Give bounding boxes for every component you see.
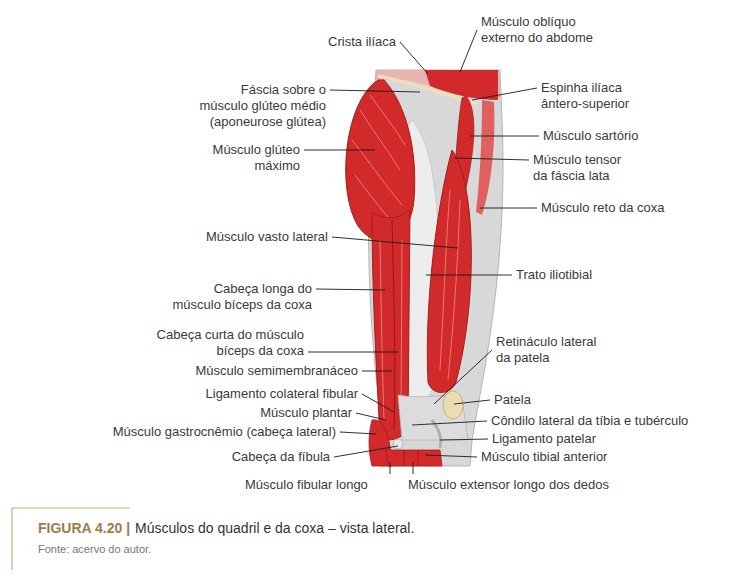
- part-label: Espinha ilíaca ântero-superior: [541, 80, 656, 112]
- leader-line: [400, 42, 428, 74]
- source-note: Fonte: acervo do autor.: [38, 542, 151, 556]
- leader-line: [413, 462, 414, 474]
- vastus-lateralis: [427, 150, 471, 393]
- part-label: Ligamento patelar: [492, 431, 722, 447]
- leader-line: [356, 413, 386, 420]
- part-label: Músculo oblíquo externo do abdome: [481, 14, 606, 46]
- leader-line: [425, 455, 477, 457]
- part-label: Músculo glúteo máximo: [200, 142, 300, 174]
- leader-line: [434, 350, 492, 404]
- oblique-muscle: [425, 70, 498, 100]
- leader-line: [340, 432, 376, 434]
- leader-line: [470, 136, 539, 137]
- part-label: Músculo gastrocnêmio (cabeça lateral): [36, 424, 336, 440]
- fibular-head: [393, 439, 403, 449]
- leader-line: [455, 158, 529, 160]
- leader-line: [362, 371, 392, 372]
- leader-line: [412, 421, 487, 425]
- patella-shape: [443, 391, 463, 419]
- leader-line: [304, 150, 375, 151]
- part-label: Fáscia sobre o músculo glúteo médio (apo…: [191, 82, 326, 130]
- muscle-division: [392, 220, 395, 430]
- part-label: Músculo fibular longo: [245, 477, 395, 493]
- leader-line: [390, 462, 391, 474]
- sartorius: [476, 100, 494, 215]
- leader-line: [334, 446, 398, 457]
- leader-line: [316, 289, 385, 290]
- part-label: Cabeça da fíbula: [130, 449, 330, 465]
- leader-line: [454, 400, 490, 404]
- figure-caption: Músculos do quadril e da coxa – vista la…: [135, 519, 414, 537]
- part-label: Cabeça curta do músculo bíceps da coxa: [154, 327, 304, 359]
- muscle-striations: [352, 95, 405, 228]
- figure-number: FIGURA 4.20 |: [38, 519, 130, 537]
- part-label: Crista ilíaca: [276, 34, 396, 50]
- part-label: Músculo plantar: [152, 405, 352, 421]
- caption-frame: [12, 508, 130, 570]
- part-label: Músculo reto da coxa: [541, 200, 731, 216]
- part-label: Cabeça longa do músculo bíceps da coxa: [162, 281, 312, 313]
- muscle-division: [404, 450, 418, 466]
- part-label: Músculo tensor da fáscia lata: [533, 152, 638, 184]
- part-label: Músculo sartório: [543, 128, 723, 144]
- part-label: Ligamento colateral fibular: [118, 386, 358, 402]
- part-label: Músculo semimembranáceo: [138, 363, 358, 379]
- leader-line: [460, 30, 477, 72]
- part-label: Retináculo lateral da patela: [496, 334, 614, 366]
- muscle-striations: [380, 240, 402, 420]
- leader-line: [332, 237, 458, 248]
- leader-line: [330, 90, 420, 92]
- leader-line: [426, 275, 512, 276]
- part-label: Côndilo lateral da tíbia e tubérculo: [491, 413, 741, 429]
- part-label: Músculo tibial anterior: [481, 449, 721, 465]
- leader-line: [308, 352, 398, 353]
- leader-line: [472, 88, 537, 100]
- part-label: Patela: [494, 392, 614, 408]
- leader-line: [440, 439, 488, 440]
- part-label: Músculo extensor longo dos dedos: [408, 477, 668, 493]
- leader-line: [362, 394, 394, 412]
- part-label: Trato iliotibial: [516, 267, 716, 283]
- muscle-striations: [440, 190, 460, 380]
- leader-line: [480, 208, 537, 209]
- leg-muscles: [386, 450, 442, 466]
- part-label: Músculo vasto lateral: [158, 229, 328, 245]
